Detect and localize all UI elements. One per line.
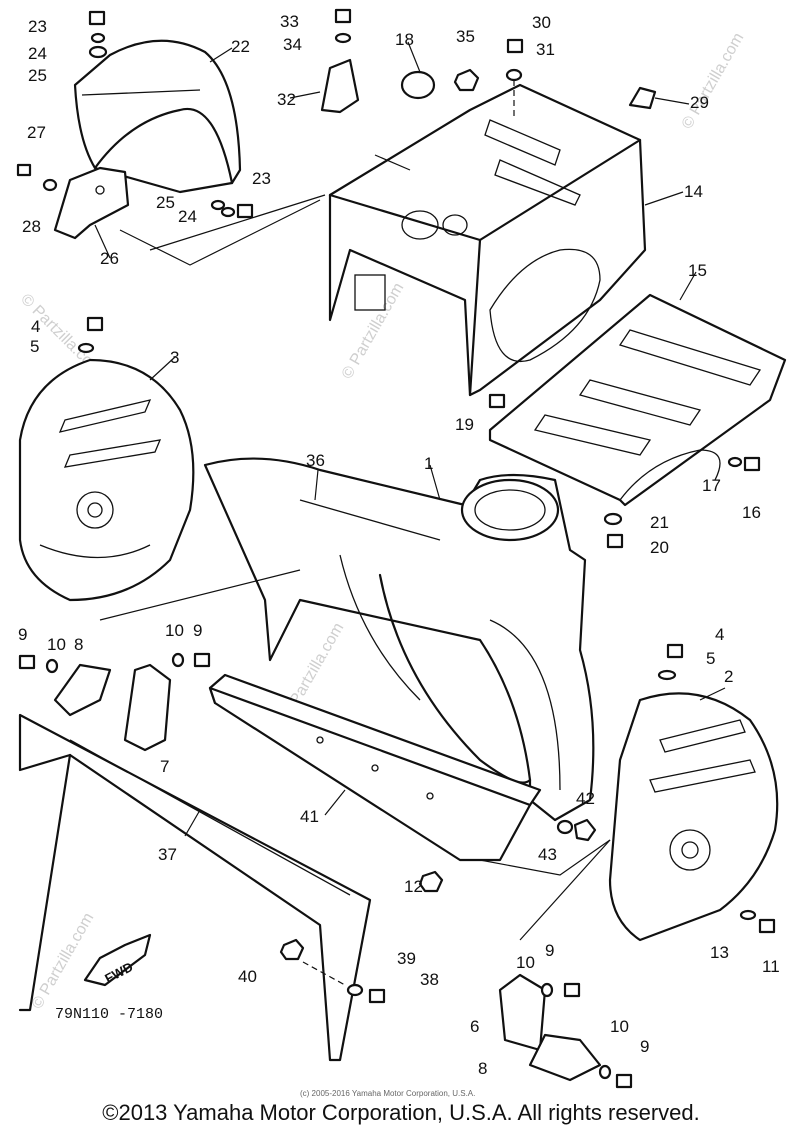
- callout-42: 42: [576, 789, 595, 808]
- callout-24b: 24: [178, 207, 197, 226]
- callout-25b: 25: [156, 193, 175, 212]
- assembly-lines: [99, 80, 611, 986]
- callout-3: 3: [170, 348, 179, 367]
- watermark: © Partzilla.com: [339, 280, 408, 382]
- callout-28: 28: [22, 217, 41, 236]
- callout-6: 6: [470, 1017, 479, 1036]
- callout-23b: 23: [252, 169, 271, 188]
- callout-34: 34: [283, 35, 302, 54]
- callout-12: 12: [404, 877, 423, 896]
- callout-22: 22: [231, 37, 250, 56]
- callout-43: 43: [538, 845, 557, 864]
- callout-10c: 10: [516, 953, 535, 972]
- callout-33: 33: [280, 12, 299, 31]
- callout-20: 20: [650, 538, 669, 557]
- callout-38: 38: [420, 970, 439, 989]
- callout-8: 8: [74, 635, 83, 654]
- callout-13: 13: [710, 943, 729, 962]
- part-37-scraper: [18, 713, 372, 1062]
- callout-40: 40: [238, 967, 257, 986]
- callout-16: 16: [742, 503, 761, 522]
- part-15-plate: [488, 293, 787, 507]
- callout-35: 35: [456, 27, 475, 46]
- callout-10d: 10: [610, 1017, 629, 1036]
- callout-15: 15: [688, 261, 707, 280]
- callout-4b: 4: [715, 625, 724, 644]
- callout-39: 39: [397, 949, 416, 968]
- callout-25: 25: [28, 66, 47, 85]
- callout-24: 24: [28, 44, 47, 63]
- callout-29: 29: [690, 93, 709, 112]
- fasteners: [16, 8, 776, 1089]
- callout-31: 31: [536, 40, 555, 59]
- callout-14: 14: [684, 182, 703, 201]
- part-14-frame: [328, 83, 647, 397]
- callout-23: 23: [28, 17, 47, 36]
- callout-9c: 9: [545, 941, 554, 960]
- callout-37: 37: [158, 845, 177, 864]
- callout-27: 27: [27, 123, 46, 142]
- part-8-bracket-upper: [53, 663, 112, 717]
- callout-26: 26: [100, 249, 119, 268]
- part-26-bracket: [53, 166, 130, 240]
- part-29-bracket: [628, 86, 657, 110]
- callout-8b: 8: [478, 1059, 487, 1078]
- callout-7: 7: [160, 757, 169, 776]
- parts-diagram: © Partzilla.com © Partzilla.com © Partzi…: [16, 8, 787, 1098]
- watermark: © Partzilla.com: [679, 30, 748, 132]
- callout-21: 21: [650, 513, 669, 532]
- part-7-bracket: [123, 663, 172, 752]
- part-2-side-plate: [608, 692, 779, 942]
- small-copyright: (c) 2005-2016 Yamaha Motor Corporation, …: [300, 1089, 475, 1098]
- callout-17: 17: [702, 476, 721, 495]
- watermark: © Partzilla.com: [29, 910, 98, 1012]
- part-6-bracket: [498, 973, 547, 1052]
- copyright-footer: ©2013 Yamaha Motor Corporation, U.S.A. A…: [102, 1100, 700, 1125]
- callout-9: 9: [18, 625, 27, 644]
- callout-2: 2: [724, 667, 733, 686]
- callout-10b: 10: [165, 621, 184, 640]
- callout-1: 1: [424, 454, 433, 473]
- part-22-cover: [73, 39, 242, 194]
- callout-5: 5: [30, 337, 39, 356]
- callout-41: 41: [300, 807, 319, 826]
- callout-10: 10: [47, 635, 66, 654]
- callout-9b: 9: [193, 621, 202, 640]
- callout-9d: 9: [640, 1037, 649, 1056]
- fwd-arrow: FWD: [83, 933, 152, 986]
- part-32-bracket: [320, 58, 360, 114]
- callout-labels: 23 24 25 22 33 34 32 18 35 30 31 29 14 2…: [18, 12, 780, 1078]
- callout-30: 30: [532, 13, 551, 32]
- callout-36: 36: [306, 451, 325, 470]
- part-1-housing: [203, 457, 595, 822]
- callout-19: 19: [455, 415, 474, 434]
- part-8-bracket-lower: [528, 1033, 602, 1082]
- callout-5b: 5: [706, 649, 715, 668]
- callout-18: 18: [395, 30, 414, 49]
- callout-32: 32: [277, 90, 296, 109]
- callout-4: 4: [31, 317, 40, 336]
- part-3-side-plate: [18, 358, 195, 602]
- callout-11: 11: [762, 957, 780, 976]
- part-18-plug: [400, 70, 436, 100]
- part-41-strip: [208, 673, 542, 862]
- callout-leaders: [94, 41, 726, 837]
- part-code: 79N110 -7180: [55, 1006, 163, 1023]
